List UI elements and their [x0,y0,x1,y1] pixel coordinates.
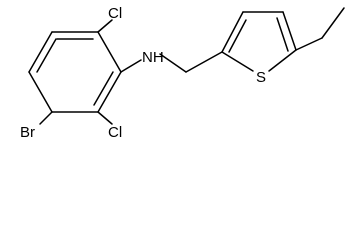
benzene-ring [28,31,122,113]
atom-label-nh: NH [142,49,164,66]
atom-label-s: S [256,69,266,86]
atom-label-cl-top: Cl [108,5,122,22]
bond-ring-double-1 [93,71,114,106]
bond-ethyl-1 [295,37,323,51]
thiophene-ring [221,11,297,72]
bond-ring-c1-c2 [97,31,122,73]
bond-c-cl-bottom [97,111,113,125]
bond-ch2-thiophene [185,51,223,73]
bond-th-c2-c3 [221,11,244,53]
atom-label-cl-bottom: Cl [108,124,122,140]
bond-nh-ch2 [159,53,187,73]
bond-ring-c4-c5 [28,71,53,113]
molecule-structure: Cl NH S Br Cl [20,5,345,140]
structure-canvas: Cl NH S Br Cl [20,5,345,140]
bond-th-c2-c3-double [228,19,247,53]
bond-th-c4-c5 [282,11,297,51]
atom-label-br: Br [20,124,35,140]
bond-ring-c5-c6 [28,31,53,73]
bond-ring-c2-c3 [97,71,122,113]
bond-th-c4-c5-double [276,17,289,52]
bond-ethyl-2 [321,7,345,39]
bond-th-s-c2 [221,51,254,72]
bond-c-cl-top [97,19,113,33]
bond-th-c5-s [268,49,297,72]
bond-c-nh [120,59,142,73]
bond-ring-double-2 [36,38,57,73]
bond-c-br [39,111,53,125]
